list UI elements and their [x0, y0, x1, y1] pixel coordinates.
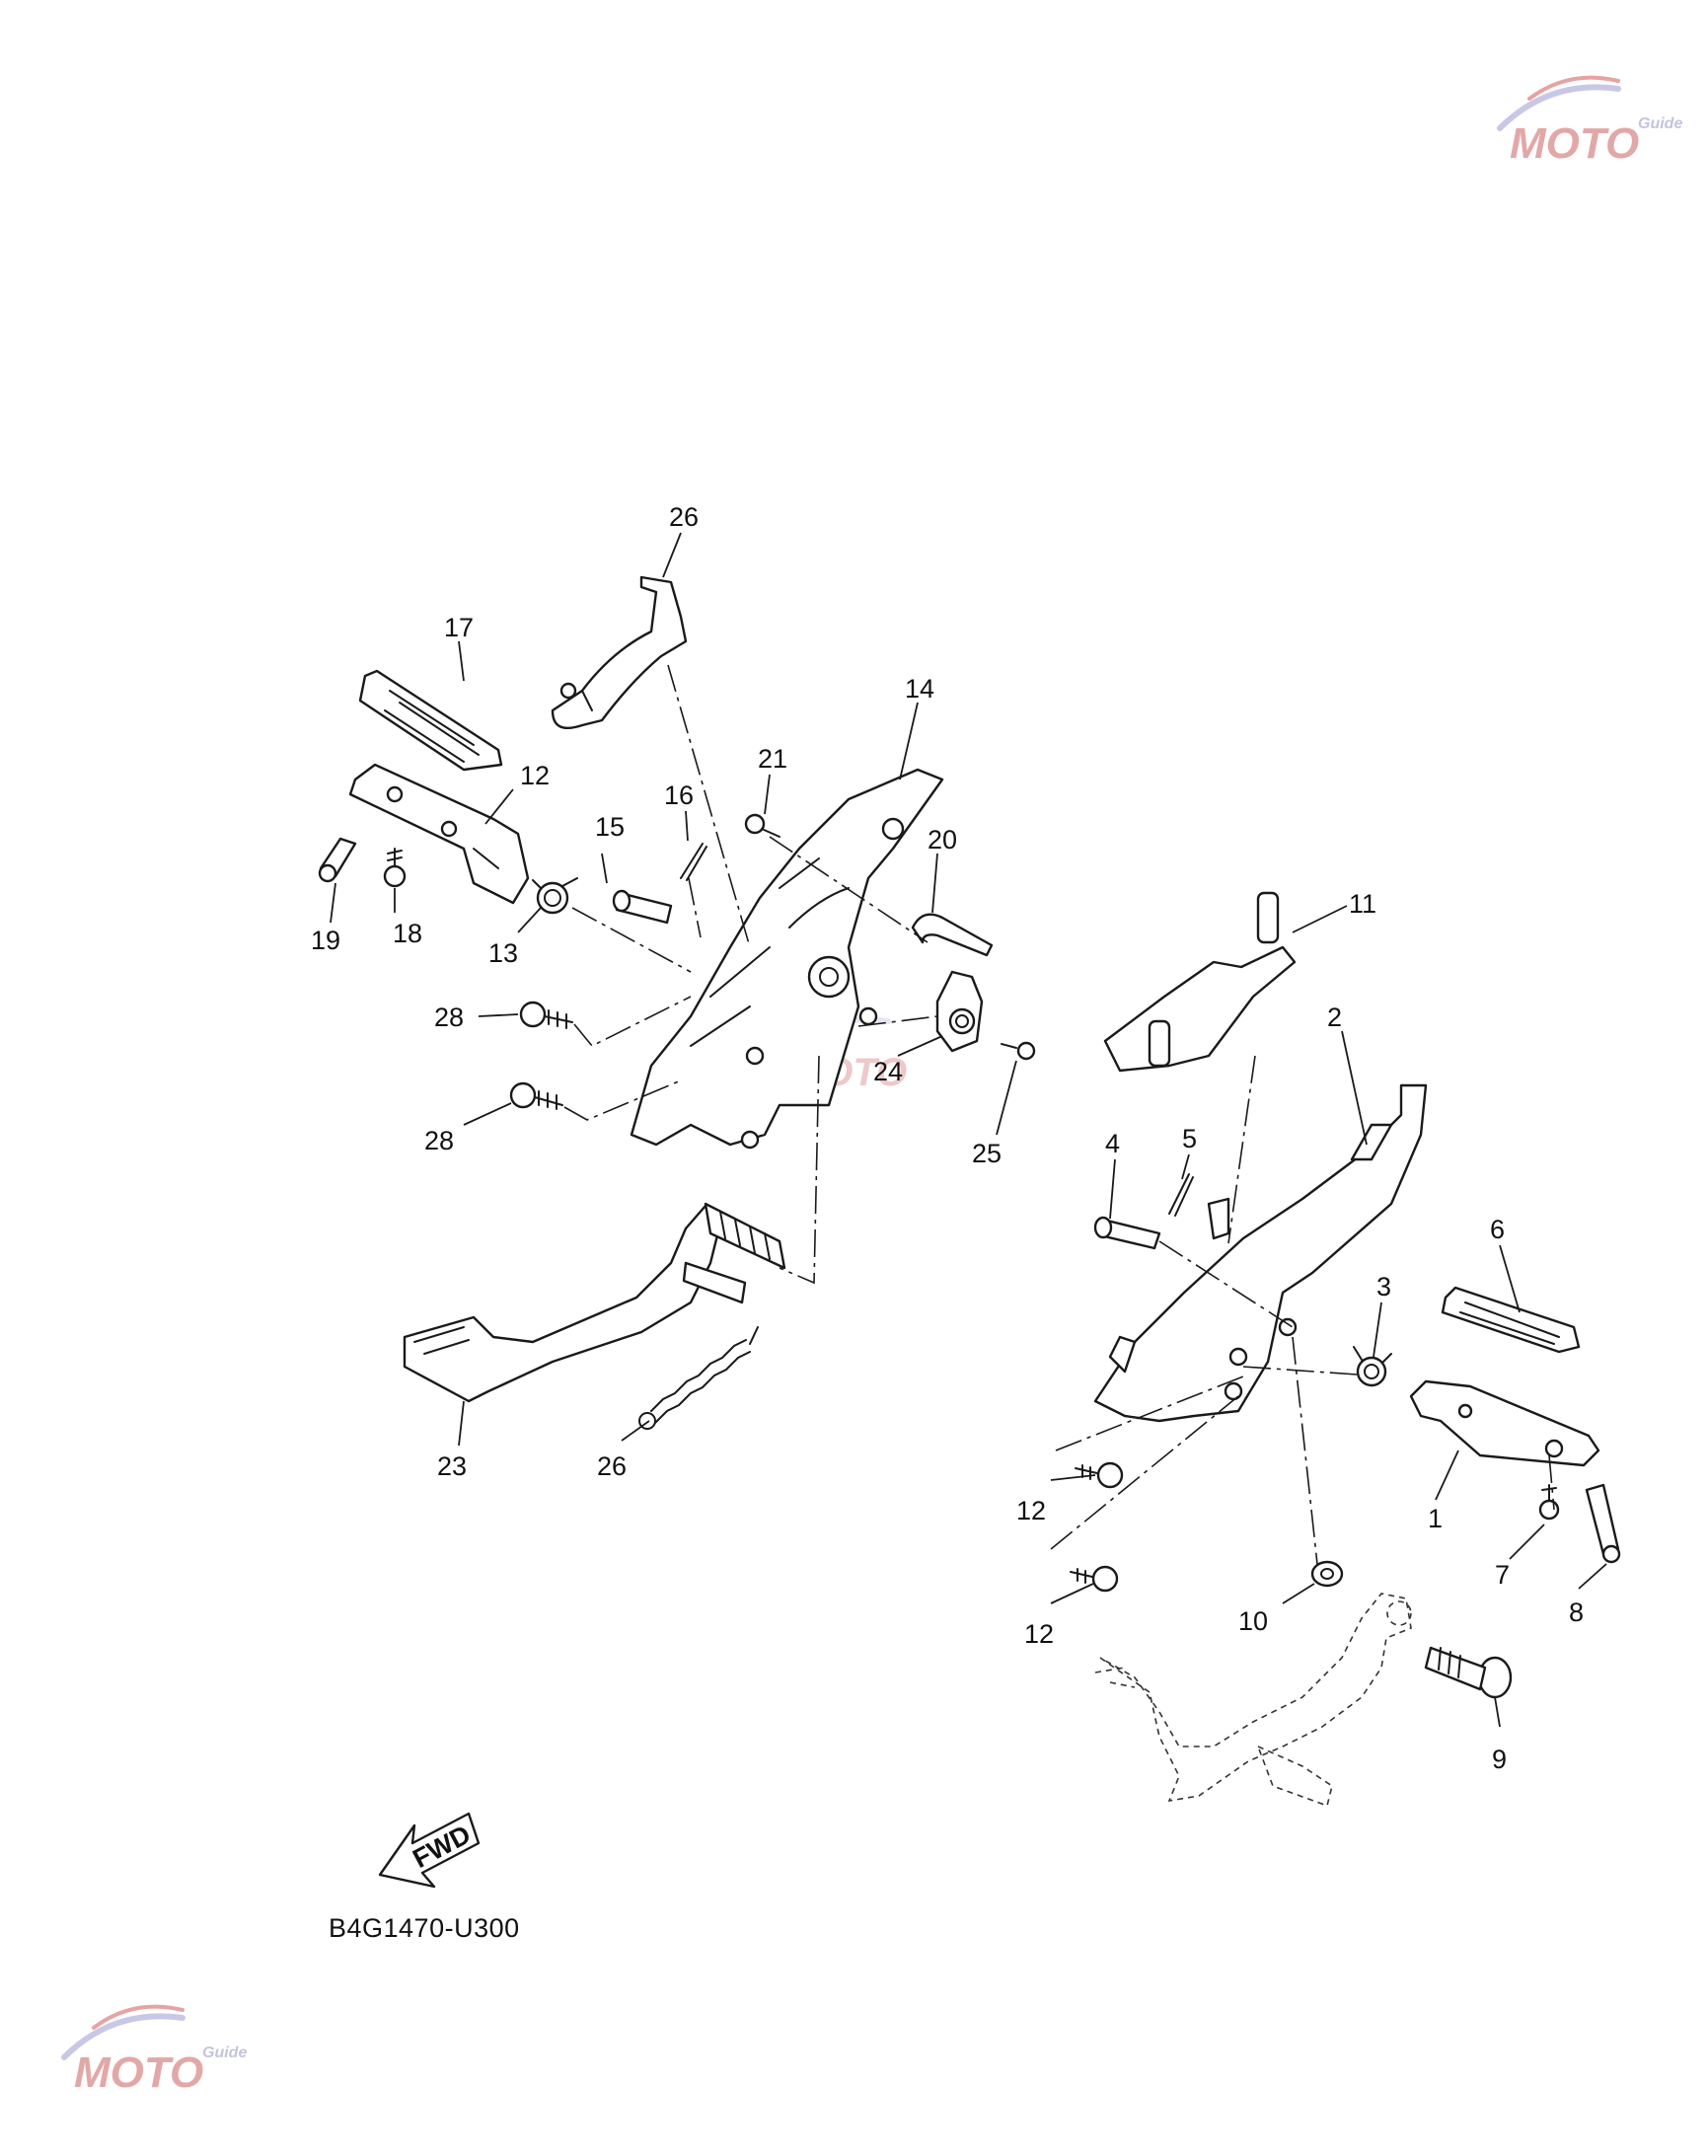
- callout-10: 10: [1238, 1606, 1268, 1636]
- watermark-sub: Guide: [202, 2044, 247, 2061]
- callout-4: 4: [1105, 1129, 1120, 1158]
- part-12-bolt-upper: [1075, 1461, 1124, 1489]
- part-13-footpeg: [348, 763, 530, 905]
- watermark-brand: MOTO: [1510, 119, 1639, 168]
- part-2-bracket: [1093, 1083, 1428, 1423]
- part-9-bolt: [1424, 1646, 1513, 1699]
- callout-28-upper: 28: [434, 1003, 464, 1032]
- callout-21: 20: [928, 825, 957, 855]
- part-16-pin: [612, 889, 673, 925]
- part-14-bracket: [630, 768, 944, 1150]
- part-20-pin: [318, 837, 357, 883]
- part-24-switch: [935, 970, 984, 1053]
- callout-numbers: 26 17 12 14 21 16 15 20 19 18 13 28 28 2…: [311, 502, 1584, 1774]
- phantom-frame: [1094, 1593, 1412, 1808]
- callout-5: 5: [1182, 1124, 1197, 1153]
- assembly-lines: [563, 664, 1555, 1565]
- callout-22: 21: [758, 744, 787, 774]
- part-6-footpeg-rubber: [1441, 1286, 1581, 1354]
- callout-24: 24: [873, 1057, 903, 1086]
- part-8-pin: [1585, 1483, 1621, 1564]
- part-27-clamp: [551, 575, 688, 730]
- watermark-logo-bottom: MOTO Guide: [61, 2004, 247, 2097]
- callout-14: 14: [905, 674, 934, 704]
- part-10-washer: [1310, 1560, 1344, 1588]
- callout-28-lower: 28: [424, 1126, 454, 1155]
- callout-7: 7: [1495, 1560, 1510, 1590]
- watermark-brand: MOTO: [74, 2048, 203, 2097]
- callout-18: 17: [444, 613, 474, 642]
- part-5-cotter-pin: [1168, 1173, 1194, 1217]
- callout-17: 16: [664, 781, 694, 810]
- part-23-brake-pedal: [403, 1202, 786, 1403]
- watermark-logo-top: MOTO Guide: [1497, 75, 1682, 168]
- part-12-bolt-lower: [1070, 1565, 1119, 1593]
- callout-2: 2: [1327, 1003, 1342, 1032]
- part-19-screw: [383, 848, 407, 888]
- callout-25: 25: [972, 1139, 1002, 1168]
- part-22-bolt: [744, 813, 780, 838]
- callout-19: 18: [393, 919, 422, 948]
- callout-9: 9: [1492, 1745, 1507, 1774]
- callout-1: 1: [1428, 1504, 1443, 1533]
- callout-27: 26: [669, 502, 699, 532]
- watermark-sub: Guide: [1638, 115, 1682, 132]
- callout-16: 15: [595, 812, 625, 842]
- callout-leaders: [330, 532, 1607, 1728]
- part-28-bolt-lower: [509, 1081, 563, 1110]
- callout-12-upper: 12: [1016, 1496, 1046, 1525]
- part-11-cover: [1103, 891, 1297, 1073]
- callout-12-lower: 12: [1024, 1619, 1054, 1649]
- part-3-spring: [1353, 1346, 1392, 1387]
- callout-13: 12: [520, 761, 550, 790]
- part-15-spring: [532, 877, 578, 915]
- callout-23: 23: [437, 1451, 467, 1481]
- part-25-screw: [1001, 1041, 1036, 1061]
- callout-15: 13: [488, 938, 518, 968]
- part-21-clip: [911, 913, 994, 957]
- part-7-screw: [1538, 1484, 1560, 1521]
- part-18-footpeg-rubber: [358, 669, 503, 772]
- callout-8: 8: [1569, 1598, 1584, 1627]
- part-4-pin: [1093, 1216, 1161, 1250]
- callout-20: 19: [311, 926, 340, 955]
- callout-6: 6: [1490, 1215, 1505, 1244]
- part-26-spring: [638, 1326, 759, 1430]
- diagram-code: B4G1470-U300: [329, 1913, 520, 1943]
- part-1-footpeg: [1409, 1379, 1600, 1467]
- part-28-bolt-upper: [519, 1001, 573, 1029]
- fwd-arrow: FWD: [378, 1812, 481, 1889]
- part-17-cotter-pin: [680, 843, 707, 881]
- callout-26: 26: [597, 1451, 627, 1481]
- callout-3: 3: [1376, 1272, 1391, 1301]
- callout-11: 11: [1349, 889, 1376, 919]
